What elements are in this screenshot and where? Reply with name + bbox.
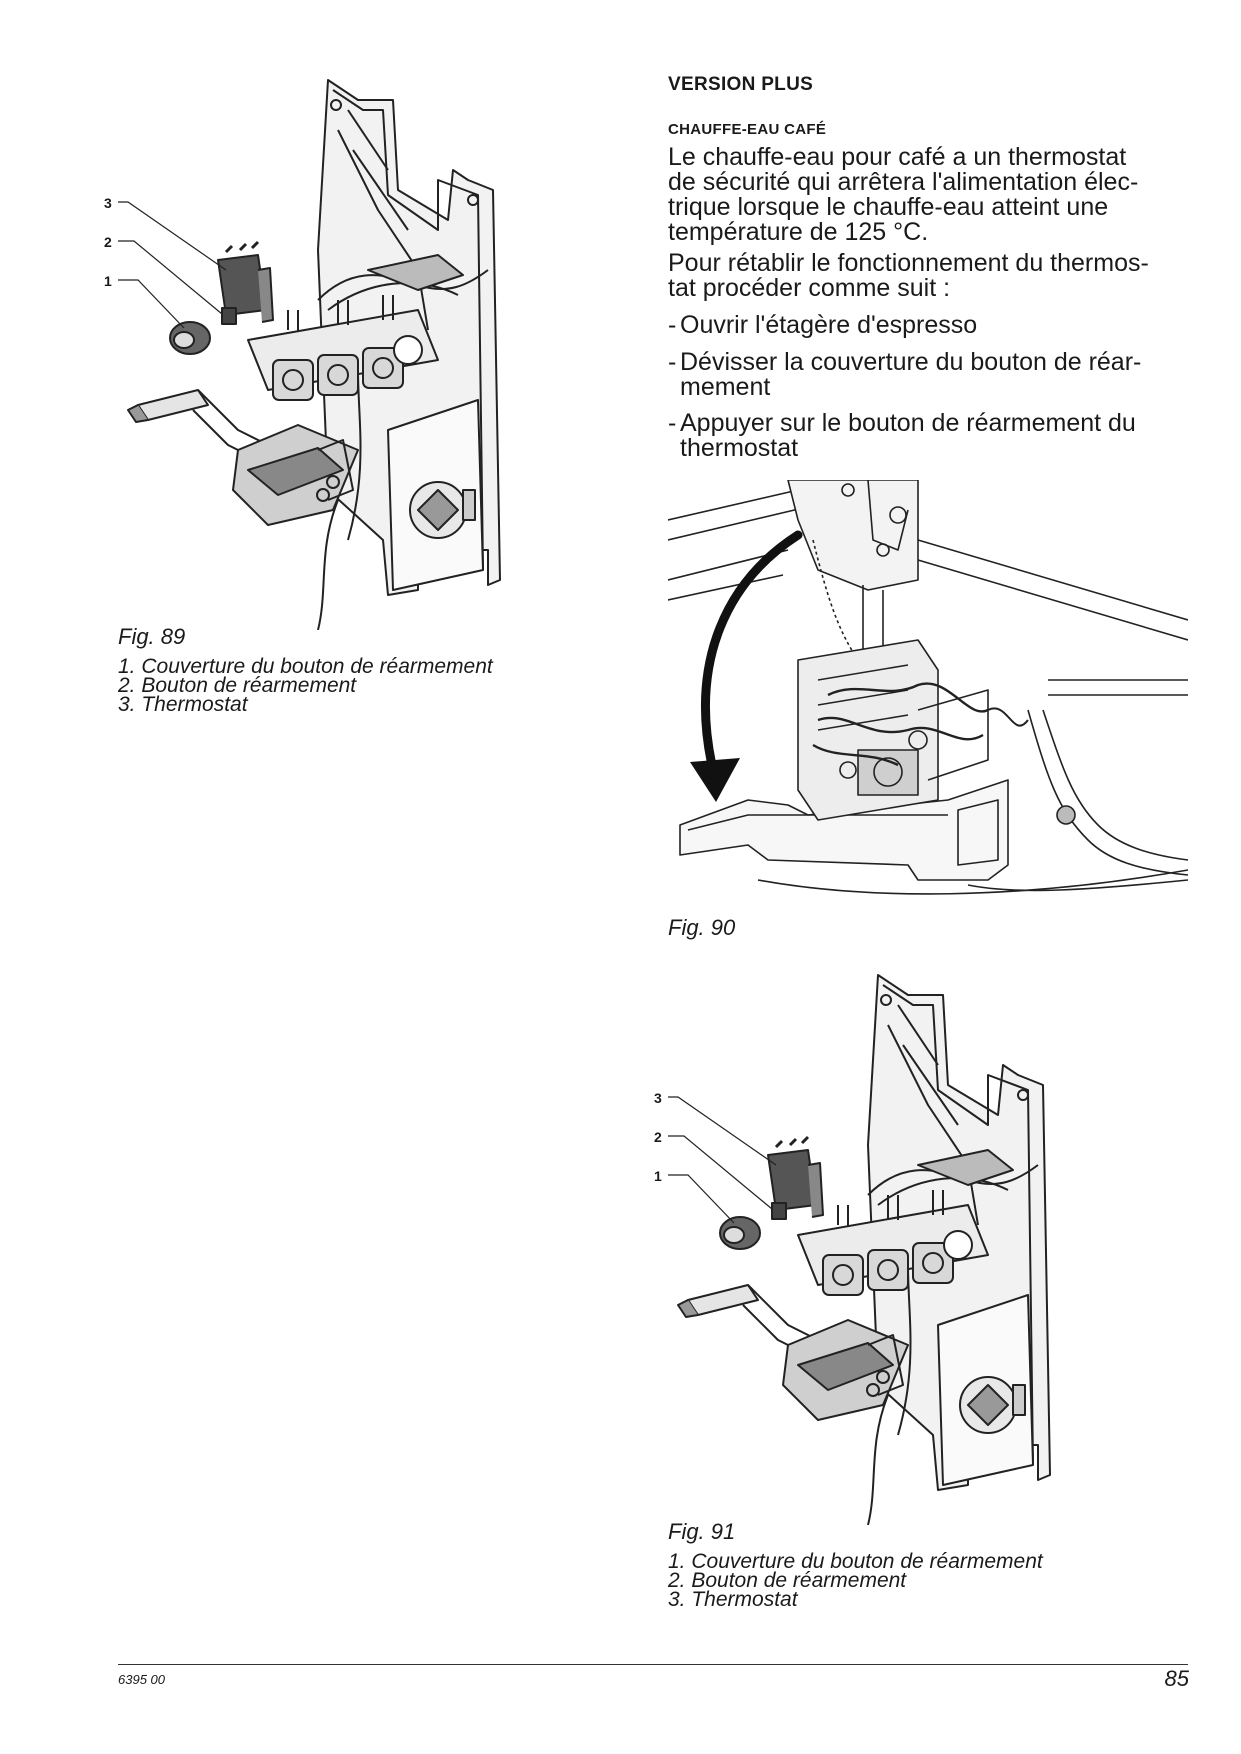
fig89-legend-item-2: 2. Bouton de réarmement [118, 674, 357, 697]
step-dash: - [668, 311, 677, 339]
fig89-callout-3: 3 [104, 195, 112, 211]
fig89-legend-item-1: 1. Couverture du bouton de réarmement [118, 655, 493, 678]
step-3-line-2: thermostat [680, 434, 799, 462]
procedure-paragraph: Pour rétablir le fonctionnement du therm… [668, 251, 1188, 301]
page-number: 85 [1164, 1666, 1189, 1691]
step-1: - Ouvrir l'étagère d'espresso [668, 313, 1188, 338]
footer-rule [118, 1664, 1188, 1665]
thermostat-assembly-drawing-detail [668, 974, 1051, 1525]
subsection-title: CHAUFFE-EAU CAFÉ [668, 121, 827, 138]
procedure-line-1: Pour rétablir le fonctionnement du therm… [668, 249, 1149, 277]
figure-91-illustration [668, 965, 1138, 1525]
fig89-legend-item-3: 3. Thermostat [118, 693, 248, 716]
step-2-line-2: mement [680, 373, 771, 401]
fig91-callout-2: 2 [654, 1129, 662, 1145]
fig91-legend: 1. Couverture du bouton de réarmement 2.… [668, 1550, 1043, 1611]
intro-paragraph: Le chauffe-eau pour café a un thermostat… [668, 145, 1188, 245]
document-number: 6395 00 [118, 1672, 165, 1687]
fig91-callout-3: 3 [654, 1090, 662, 1106]
fig89-callout-2: 2 [104, 234, 112, 250]
figure-89-illustration [118, 70, 588, 630]
step-dash: - [668, 409, 677, 437]
procedure-line-2: tat procéder comme suit : [668, 274, 951, 302]
espresso-shelf-opening-drawing [668, 480, 1188, 895]
fig91-legend-item-3: 3. Thermostat [668, 1588, 798, 1611]
fig91-legend-item-2: 2. Bouton de réarmement [668, 1569, 907, 1592]
fig91-caption: Fig. 91 [668, 1519, 736, 1544]
fig89-caption: Fig. 89 [118, 624, 186, 649]
intro-line-4: température de 125 °C. [668, 218, 929, 246]
fig89-callout-1: 1 [104, 273, 112, 289]
step-1-line-1: Ouvrir l'étagère d'espresso [680, 311, 978, 339]
fig91-legend-item-1: 1. Couverture du bouton de réarmement [668, 1550, 1043, 1573]
section-title: VERSION PLUS [668, 74, 814, 95]
fig91-callout-1: 1 [654, 1168, 662, 1184]
step-2-line-1: Dévisser la couverture du bouton de réar… [680, 348, 1142, 376]
step-3: - Appuyer sur le bouton de réarmement du… [668, 411, 1188, 461]
intro-line-2: de sécurité qui arrêtera l'alimentation … [668, 168, 1139, 196]
figure-90-illustration [668, 480, 1188, 910]
intro-line-3: trique lorsque le chauffe-eau atteint un… [668, 193, 1109, 221]
step-2: - Dévisser la couverture du bouton de ré… [668, 350, 1188, 400]
fig90-caption: Fig. 90 [668, 915, 736, 940]
thermostat-assembly-drawing [118, 79, 501, 630]
step-dash: - [668, 348, 677, 376]
fig89-legend: 1. Couverture du bouton de réarmement 2.… [118, 655, 493, 716]
intro-line-1: Le chauffe-eau pour café a un thermostat [668, 143, 1127, 171]
step-3-line-1: Appuyer sur le bouton de réarmement du [680, 409, 1136, 437]
